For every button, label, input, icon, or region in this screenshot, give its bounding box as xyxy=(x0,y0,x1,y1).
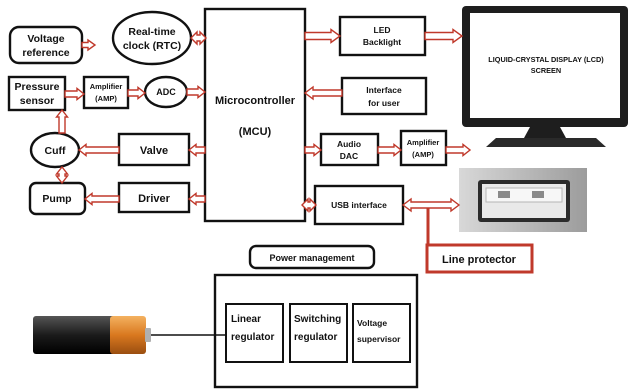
usb-port xyxy=(459,168,587,232)
battery-terminal xyxy=(145,328,151,342)
audio-dac-label-1: Audio xyxy=(337,139,361,149)
pump-label: Pump xyxy=(42,193,71,205)
mcu-label-2: (MCU) xyxy=(239,126,272,138)
line-protector-block: Line protector xyxy=(425,205,534,274)
voltage-reference-block: Voltage reference xyxy=(8,25,84,65)
adc-block: ADC xyxy=(143,75,189,109)
voltage-supervisor-label-1: Voltage xyxy=(357,318,387,328)
power-management-block: Power management Linear regulator Switch… xyxy=(213,244,419,389)
valve-block: Valve xyxy=(117,132,191,167)
arrow-ui-mcu xyxy=(303,85,343,101)
driver-block: Driver xyxy=(117,181,191,214)
lcd-label-1: LIQUID-CRYSTAL DISPLAY (LCD) xyxy=(488,55,604,64)
mcu-block: Microcontroller (MCU) xyxy=(203,7,307,223)
mcu-label-1: Microcontroller xyxy=(215,95,296,107)
voltage-supervisor-label-2: supervisor xyxy=(357,334,401,344)
pressure-sensor-label-2: sensor xyxy=(20,95,54,107)
audio-dac-block: Audio DAC xyxy=(319,132,380,167)
interface-user-label-2: for user xyxy=(368,98,400,108)
usb-port-tongue xyxy=(485,187,563,203)
amplifier-in-block: Amplifier (AMP) xyxy=(82,75,130,110)
amplifier-out-block: Amplifier (AMP) xyxy=(399,129,448,167)
battery-cap xyxy=(110,316,146,354)
rtc-block: Real-time clock (RTC) xyxy=(111,10,193,66)
amplifier-out-label-2: (AMP) xyxy=(412,150,434,159)
cuff-block: Cuff xyxy=(29,131,81,169)
amplifier-in-label-1: Amplifier xyxy=(90,82,123,91)
monitor-stand xyxy=(486,138,606,147)
arrow-rtc-mcu xyxy=(190,30,207,46)
power-management-label: Power management xyxy=(269,253,354,263)
arrow-dac-amp xyxy=(377,143,403,157)
adc-label: ADC xyxy=(156,87,176,97)
arrow-mcu-driver xyxy=(187,192,206,206)
line-protector-label: Line protector xyxy=(442,254,517,266)
linear-regulator-label-2: regulator xyxy=(231,332,274,343)
line-protector-box xyxy=(425,243,534,274)
voltage-reference-label-2: reference xyxy=(22,47,69,59)
monitor-screen xyxy=(470,13,620,118)
arrow-led-lcd xyxy=(424,28,464,44)
cuff-label: Cuff xyxy=(45,145,66,157)
rtc-label-2: clock (RTC) xyxy=(123,40,181,52)
arrow-vref-right xyxy=(81,38,97,52)
led-backlight-label-2: Backlight xyxy=(363,37,401,47)
arrow-amp-adc xyxy=(127,86,147,100)
lcd-label-2: SCREEN xyxy=(531,66,561,75)
usb-interface-label: USB interface xyxy=(331,200,387,210)
arrow-mcu-valve xyxy=(187,143,206,157)
audio-dac-label-2: DAC xyxy=(340,151,358,161)
voltage-reference-label-1: Voltage xyxy=(27,33,64,45)
usb-port-pin xyxy=(532,191,544,198)
led-backlight-block: LED Backlight xyxy=(338,15,427,57)
pump-block: Pump xyxy=(28,181,87,216)
linear-regulator-label-1: Linear xyxy=(231,314,261,325)
arrow-adc-mcu xyxy=(186,85,207,99)
battery-body xyxy=(33,316,125,354)
interface-user-block: Interface for user xyxy=(340,76,428,116)
amplifier-out-label-1: Amplifier xyxy=(407,138,440,147)
valve-label: Valve xyxy=(140,145,168,157)
usb-interface-block: USB interface xyxy=(313,184,405,226)
arrow-usb-port xyxy=(401,197,461,213)
pressure-sensor-block: Pressure sensor xyxy=(7,75,67,112)
arrow-amp-out xyxy=(445,143,472,157)
arrow-cuff-sensor xyxy=(55,108,69,134)
amplifier-in-label-2: (AMP) xyxy=(95,94,117,103)
arrow-mcu-dac xyxy=(304,143,323,157)
lcd-monitor: LIQUID-CRYSTAL DISPLAY (LCD) SCREEN xyxy=(462,6,628,147)
arrow-driver-pump xyxy=(83,192,120,206)
arrow-valve-cuff xyxy=(77,143,120,157)
monitor-neck xyxy=(524,127,566,138)
switching-regulator-label-1: Switching xyxy=(294,314,341,325)
led-backlight-label-1: LED xyxy=(374,25,391,35)
arrow-mcu-usb xyxy=(301,197,317,213)
usb-port-pin xyxy=(498,191,510,198)
switching-regulator-label-2: regulator xyxy=(294,332,337,343)
rtc-label-1: Real-time xyxy=(128,26,175,38)
connection-arrows xyxy=(55,28,472,213)
battery-icon xyxy=(33,316,226,354)
arrow-pump-cuff xyxy=(55,165,69,185)
arrow-sensor-amp xyxy=(64,87,86,101)
interface-user-label-1: Interface xyxy=(366,85,402,95)
pressure-sensor-label-1: Pressure xyxy=(15,81,60,93)
driver-label: Driver xyxy=(138,193,171,205)
arrow-mcu-led xyxy=(304,28,342,44)
